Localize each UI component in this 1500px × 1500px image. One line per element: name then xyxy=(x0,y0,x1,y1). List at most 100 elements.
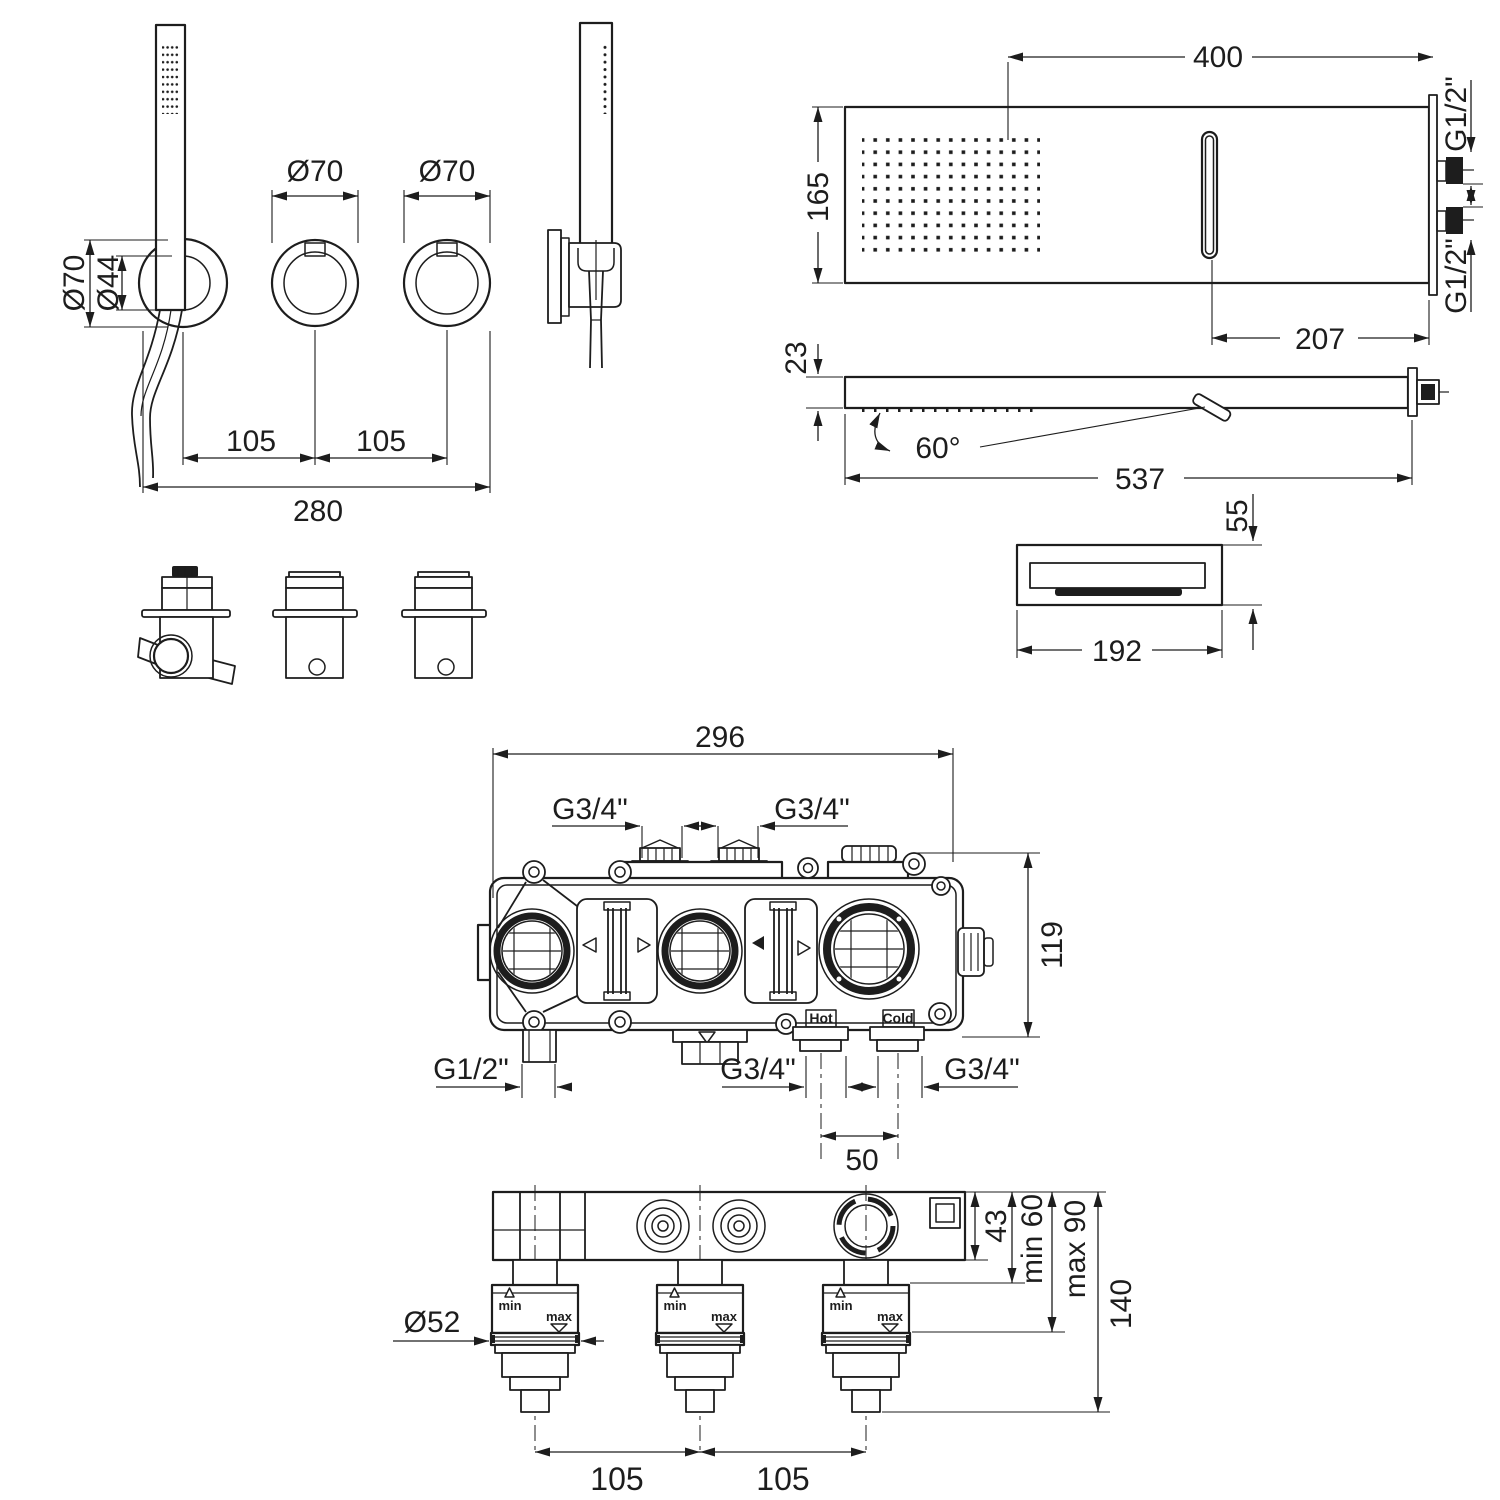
cartridge-views xyxy=(137,566,487,685)
dim-label-105-c: 105 xyxy=(590,1461,643,1497)
dim-label-280: 280 xyxy=(293,495,343,528)
dim-g12-valve: G1/2" xyxy=(433,1053,572,1098)
dim-label-537: 537 xyxy=(1115,463,1165,496)
waterfall-slot xyxy=(1200,130,1219,260)
dim-label-55: 55 xyxy=(1221,499,1254,532)
dim-bracket-inner-diameter: Ø44 xyxy=(92,255,172,312)
valve-mid-frame-1 xyxy=(576,898,658,1004)
dim-119: 119 xyxy=(912,852,1069,1038)
label-g34-cold: G3/4" xyxy=(944,1053,1020,1086)
dim-g34-top-1: G3/4" xyxy=(552,793,700,858)
mixer-front-view: Ø70 Ø70 Ø70 Ø44 105 10 xyxy=(58,23,492,528)
dim-connector-gap xyxy=(1463,183,1483,208)
dim-label-207: 207 xyxy=(1295,323,1345,356)
dim-55: 55 xyxy=(1221,494,1262,650)
dim-label-192: 192 xyxy=(1092,635,1142,668)
dim-label-400: 400 xyxy=(1193,41,1243,74)
dim-label-105-a: 105 xyxy=(226,425,276,458)
bracket-holder xyxy=(568,242,622,308)
dim-label-105-d: 105 xyxy=(756,1461,809,1497)
dim-knob2-diameter: Ø70 xyxy=(403,155,491,243)
dim-23: 23 xyxy=(780,341,843,441)
dim-label-min60: min 60 xyxy=(1016,1194,1049,1284)
head-side-profile xyxy=(843,375,1410,410)
valve-side-outlet xyxy=(957,927,994,977)
label-g12-bottom: G1/2" xyxy=(1440,238,1473,314)
valve-hot-inlet: Hot xyxy=(792,1009,849,1052)
valve-front-view: Hot Cold 296 G3/4" G3/4" xyxy=(433,721,1069,1177)
dim-label-60: 60° xyxy=(915,432,960,465)
wand-side-nozzles xyxy=(600,42,607,114)
hand-shower-hose xyxy=(131,309,183,488)
valve-socket-middle xyxy=(657,908,743,994)
dim-537: 537 xyxy=(844,414,1413,496)
label-g34-hot: G3/4" xyxy=(720,1053,796,1086)
dim-g12-bottom: G1/2" xyxy=(1440,238,1476,314)
dim-dia52: Ø52 xyxy=(393,1306,604,1346)
bottom-port-boss-1 xyxy=(636,1199,690,1253)
label-g12-valve: G1/2" xyxy=(433,1053,509,1086)
hand-shower-side-view xyxy=(547,21,622,369)
dim-165: 165 xyxy=(802,106,843,284)
mixer-knob-1 xyxy=(270,238,360,328)
dim-mixer-spacing: 105 105 280 xyxy=(142,330,491,528)
rain-nozzle-field xyxy=(862,133,1040,255)
side-wall-flange xyxy=(1407,367,1418,417)
dim-50: 50 xyxy=(821,1131,898,1177)
dim-label-23: 23 xyxy=(780,341,813,374)
dim-207: 207 xyxy=(1211,260,1430,356)
dim-g12-top: G1/2" xyxy=(1440,76,1476,152)
dim-label-50: 50 xyxy=(845,1144,878,1177)
wand-side xyxy=(578,21,614,247)
valve-bottom-port-g12 xyxy=(522,1029,557,1063)
label-g34-top1: G3/4" xyxy=(552,793,628,826)
dim-stem-spacing: 105 105 xyxy=(535,1447,866,1497)
dim-label-296: 296 xyxy=(695,721,745,754)
waterfall-flap xyxy=(1192,393,1232,422)
spout-lip xyxy=(1055,588,1182,596)
dim-label-dia44: Ø44 xyxy=(92,255,125,312)
spout-front-view: 55 192 xyxy=(1015,494,1262,668)
dim-label-105-b: 105 xyxy=(356,425,406,458)
wall-bracket-plate xyxy=(547,229,562,324)
dim-label-dia52: Ø52 xyxy=(404,1306,461,1339)
cartridge-diverter xyxy=(137,566,236,685)
label-g12-top: G1/2" xyxy=(1440,76,1473,152)
dim-right-stack: 43 min 60 max 90 140 xyxy=(882,1191,1138,1413)
dim-label-dia70-knob2: Ø70 xyxy=(419,155,476,188)
head-inlet-connector-2 xyxy=(1436,207,1474,234)
dim-knob1-diameter: Ø70 xyxy=(271,155,359,243)
dim-label-43: 43 xyxy=(980,1209,1013,1242)
shower-head-plan-view: 400 165 G1/2" G1/2" xyxy=(802,41,1483,356)
dim-60-degree: 60° xyxy=(869,393,1232,465)
valve-bottom-body xyxy=(491,1190,967,1262)
dim-296: 296 xyxy=(492,721,954,898)
dim-g34-top-2: G3/4" xyxy=(700,793,850,858)
head-inlet-connector-1 xyxy=(1436,157,1474,184)
cartridge-volume-1 xyxy=(272,571,358,679)
bottom-port-boss-2 xyxy=(712,1199,766,1253)
valve-socket-thermostatic xyxy=(818,898,920,1000)
spout-opening xyxy=(1029,562,1206,589)
mixer-knob-2 xyxy=(402,238,492,328)
dim-label-dia70-bracket: Ø70 xyxy=(58,255,91,312)
dim-label-119: 119 xyxy=(1036,921,1069,969)
dim-g34-hot: G3/4" xyxy=(720,1053,863,1098)
dim-192: 192 xyxy=(1016,610,1223,668)
valve-socket-left xyxy=(489,908,575,994)
shower-head-side-view: 60° 23 537 xyxy=(780,341,1449,496)
dim-400: 400 xyxy=(1007,41,1433,140)
dim-label-dia70-knob1: Ø70 xyxy=(287,155,344,188)
cartridge-volume-2 xyxy=(401,571,487,679)
valve-mounting-ears xyxy=(522,852,952,1035)
dim-label-165: 165 xyxy=(802,172,835,222)
dim-label-140: 140 xyxy=(1105,1279,1138,1329)
valve-drain-plug xyxy=(672,1029,748,1065)
hand-shower-nozzles xyxy=(162,42,180,114)
label-g34-top2: G3/4" xyxy=(774,793,850,826)
valve-body xyxy=(488,876,965,1032)
head-wall-plate xyxy=(1428,94,1438,296)
cold-label: Cold xyxy=(882,1010,913,1026)
